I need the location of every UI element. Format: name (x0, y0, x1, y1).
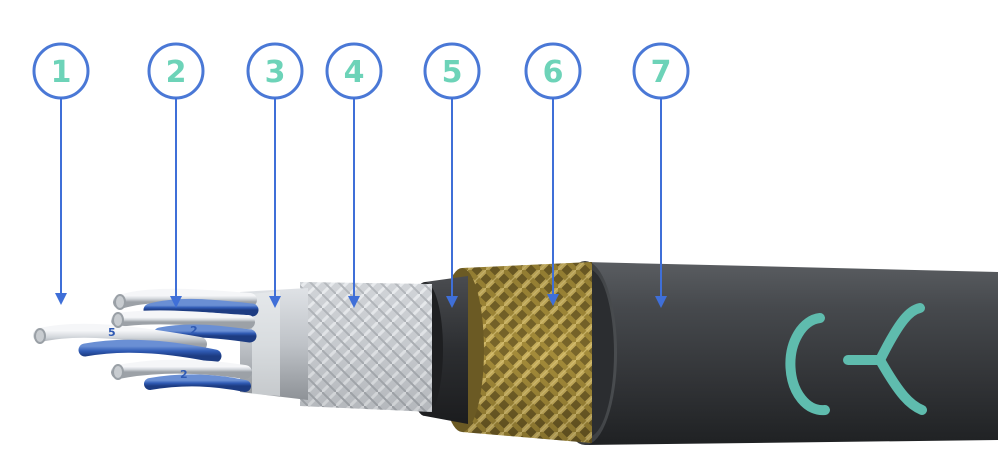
callout-number: 2 (166, 55, 187, 90)
callout-2: 2 (149, 44, 203, 308)
wire-marking: 5 (108, 326, 116, 339)
twisted-pairs: 5 2 2 (35, 295, 252, 386)
wire-marking: 2 (190, 324, 198, 337)
pair-top (120, 296, 252, 310)
callout-number: 1 (51, 55, 72, 90)
callout-arrow-head (55, 293, 67, 305)
callout-number: 4 (344, 55, 365, 90)
wire-marking: 2 (180, 368, 188, 381)
callout-number: 6 (543, 55, 564, 90)
callout-3: 3 (248, 44, 302, 308)
callout-number: 3 (265, 55, 286, 90)
callout-number: 7 (651, 55, 672, 90)
callout-4: 4 (327, 44, 381, 308)
foil-shield (300, 282, 432, 412)
outer-jacket (553, 261, 998, 445)
callout-number: 5 (442, 55, 463, 90)
callout-1: 1 (34, 44, 88, 305)
